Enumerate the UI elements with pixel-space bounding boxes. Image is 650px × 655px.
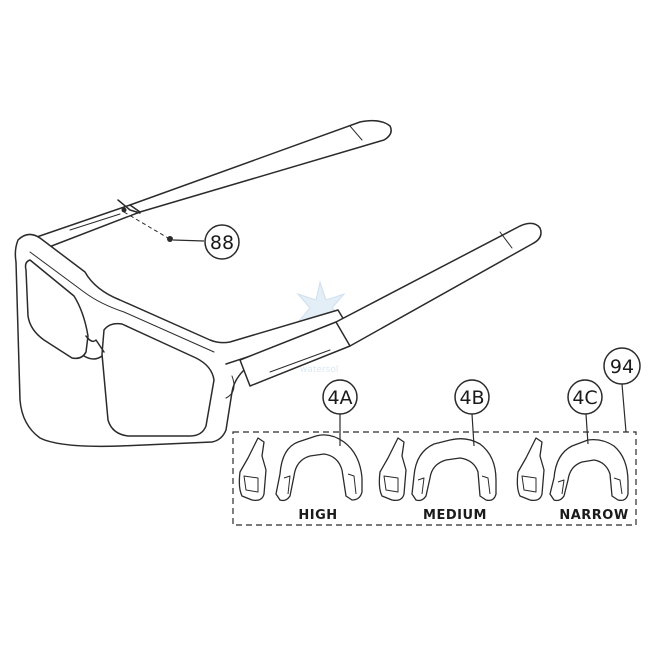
callout-94: 94 (603, 347, 641, 433)
kit-box (232, 431, 637, 526)
callout-4b-label: 4B (459, 387, 484, 409)
callout-88: 88 (204, 224, 240, 260)
label-high: HIGH (298, 508, 337, 523)
callout-4b: 4B (454, 379, 490, 447)
callout-4a: 4A (322, 379, 358, 446)
callout-4a-label: 4A (327, 387, 352, 409)
label-narrow: NARROW (559, 508, 628, 523)
nosepad-group-narrow (516, 437, 629, 502)
watermark-text: watersol (300, 365, 338, 375)
callout-88-label: 88 (210, 232, 234, 254)
nosepad-group-medium (378, 437, 497, 502)
screw-part (123, 211, 205, 242)
callout-4c-label: 4C (572, 387, 597, 409)
callout-94-label: 94 (610, 356, 634, 378)
glasses-frame (14, 119, 542, 448)
callout-4c: 4C (567, 379, 603, 445)
label-medium: MEDIUM (423, 508, 487, 523)
nosepad-group-high (238, 434, 363, 502)
